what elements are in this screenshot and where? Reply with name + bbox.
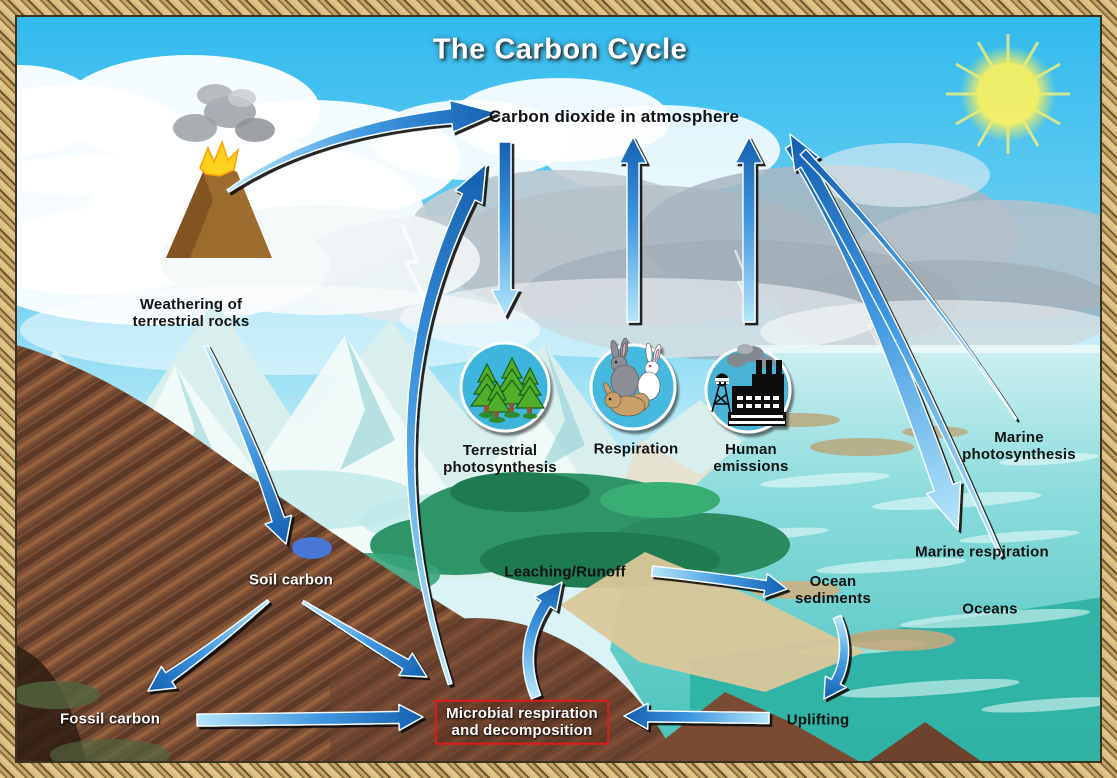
fossil-carbon-to-microbial-respiration-arrow bbox=[196, 703, 424, 732]
microbial-respiration-highlight-box: Microbial respiration and decomposition bbox=[435, 699, 609, 745]
microbial-respiration-to-leaching-arrow bbox=[522, 581, 563, 700]
label-ocean-sediments: Ocean sediments bbox=[795, 572, 871, 607]
label-fossil-carbon: Fossil carbon bbox=[59, 710, 161, 728]
label-oceans: Oceans bbox=[962, 600, 1018, 618]
human-emissions-to-atmosphere-arrow bbox=[734, 136, 764, 323]
label-human-emissions: Human emissions bbox=[713, 440, 789, 475]
microbial-respiration-to-atmosphere-arrow bbox=[405, 163, 487, 686]
respiration-to-atmosphere-arrow bbox=[618, 136, 648, 323]
label-leaching-runoff: Leaching/Runoff bbox=[504, 563, 626, 581]
label-respiration: Respiration bbox=[593, 440, 679, 458]
soil-carbon-to-microbial-respiration-arrow bbox=[301, 600, 428, 678]
label-marine-respiration: Marine respiration bbox=[915, 543, 1049, 561]
volcano-to-atmosphere-arrow bbox=[226, 99, 498, 193]
atmosphere-to-marine-respiration-arrow bbox=[784, 142, 962, 531]
label-terrestrial-photosynthesis: Terrestrial photosynthesis bbox=[443, 441, 557, 476]
label-uplifting: Uplifting bbox=[786, 711, 850, 729]
uplifting-to-microbial-respiration-arrow bbox=[623, 702, 770, 730]
soil-carbon-to-fossil-carbon-arrow bbox=[147, 599, 270, 692]
label-soil-carbon: Soil carbon bbox=[249, 571, 333, 589]
atmosphere-to-terrestrial-photosynthesis-arrow bbox=[490, 141, 520, 317]
label-marine-photosynthesis: Marine photosynthesis bbox=[962, 428, 1076, 463]
ocean-sediments-to-uplifting-arrow bbox=[823, 614, 850, 700]
page-title: The Carbon Cycle bbox=[432, 33, 688, 66]
label-carbon-dioxide-atmosphere: Carbon dioxide in atmosphere bbox=[488, 107, 740, 127]
leaching-to-ocean-sediments-arrow bbox=[650, 565, 788, 599]
weathering-to-soil-carbon-arrow bbox=[203, 344, 293, 545]
label-weathering: Weathering of terrestrial rocks bbox=[132, 295, 250, 330]
